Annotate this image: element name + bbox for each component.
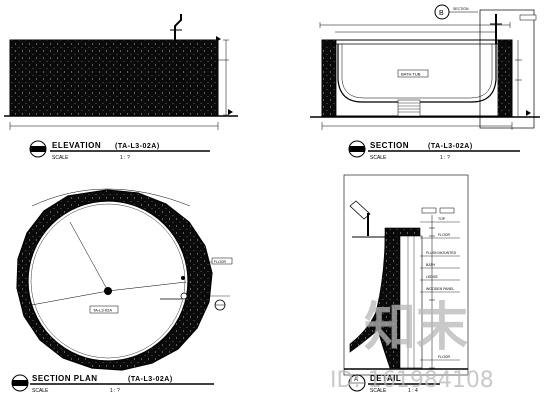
section-scale-label: SCALE <box>370 155 387 161</box>
section-title-block: SECTION (TA-L3-02A) SCALE 1 : ? <box>348 140 520 161</box>
section-scale-value: 1 : ? <box>440 155 450 161</box>
slope-line <box>107 281 187 292</box>
watermark: 知末 ID: 161984108 <box>330 298 494 393</box>
detail-scale-value: 1 : 4 <box>408 388 418 394</box>
tub-wall-right <box>497 39 513 117</box>
tub-basin-inner <box>341 44 493 99</box>
detail-title: DETAIL <box>370 374 401 383</box>
dimension-tag <box>439 207 455 214</box>
section-plan-view: TA-L3-02A FLOOR SECTION PLAN (TA-L3-02A)… <box>11 188 233 394</box>
detail-note-4: BATH <box>426 263 436 267</box>
level-marker <box>228 109 233 115</box>
tub-wall-detail <box>349 235 401 369</box>
tub-elevation-body <box>9 39 219 116</box>
detail-badge: A <box>354 377 358 383</box>
section-marker-badge: B <box>439 10 444 17</box>
faucet-plan-icon <box>180 292 188 300</box>
detail-title-block: A DETAIL SCALE 1 : 4 <box>348 374 440 394</box>
section-plan-title-block: SECTION PLAN (TA-L3-02A) SCALE 1 : ? <box>11 374 214 394</box>
section-ref: (TA-L3-02A) <box>428 143 473 150</box>
dimension-arc <box>31 188 191 207</box>
elevation-ref: (TA-L3-02A) <box>115 143 160 150</box>
section-view: B SECTION BATH TUB <box>310 4 540 161</box>
section-marker-text: SECTION <box>453 7 469 11</box>
wall-panel <box>399 235 423 369</box>
section-plan-scale-label: SCALE <box>32 388 49 394</box>
slope-line <box>69 221 109 292</box>
tub-plan-inner-basin <box>27 200 189 362</box>
plan-tag-box <box>89 305 119 314</box>
faucet-spout <box>174 14 182 41</box>
section-plan-scale-value: 1 : ? <box>110 388 120 394</box>
drawing-ref-tag <box>30 146 46 152</box>
watermark-id: ID: 161984108 <box>330 368 494 393</box>
elevation-title-block: ELEVATION (TA-L3-02A) SCALE 1 : ? <box>29 140 210 161</box>
faucet-detail <box>349 200 371 220</box>
detail-view: TOP FLOOR FLUSH MOUNTED BATH LEDGE WOODE… <box>343 174 469 394</box>
elevation-scale-value: 1 : ? <box>120 155 130 161</box>
drain-icon <box>104 287 112 295</box>
drain-box <box>397 99 421 117</box>
detail-scale-label: SCALE <box>370 388 387 394</box>
level-marker <box>526 110 531 116</box>
elevation-title: ELEVATION <box>52 141 101 150</box>
bath-label: BATH TUB <box>401 72 421 77</box>
level-tag <box>519 14 537 21</box>
detail-note-2: FLOOR <box>438 233 451 237</box>
detail-callout-box <box>479 9 535 129</box>
faucet-plan-handle <box>181 276 185 280</box>
watermark-logo: 知末 <box>364 298 468 358</box>
finish-tag <box>211 257 233 265</box>
rim-slab <box>384 227 421 237</box>
dimension-tag <box>421 207 437 214</box>
section-plan-title: SECTION PLAN <box>32 374 98 383</box>
elevation-scale-label: SCALE <box>52 155 69 161</box>
finish-label: FLOOR <box>214 260 227 264</box>
drawing-ref-tag <box>12 380 28 386</box>
slope-line <box>25 290 109 307</box>
detail-frame <box>343 174 469 376</box>
bath-tag <box>397 69 429 78</box>
detail-note-5: LEDGE <box>426 275 439 279</box>
tub-plan-inner-lip <box>30 203 186 359</box>
elevation-view: ELEVATION (TA-L3-02A) SCALE 1 : ? <box>4 14 238 161</box>
drawing-ref-tag <box>349 146 365 152</box>
detail-note-6: WOODEN PANEL <box>426 287 454 291</box>
detail-note-1: TOP <box>438 217 446 221</box>
section-title: SECTION <box>370 141 409 150</box>
level-marker <box>216 36 221 42</box>
detail-note-3: FLUSH MOUNTED <box>426 251 457 255</box>
drain-hatch <box>397 99 421 117</box>
tub-wall-left <box>321 39 337 117</box>
section-plan-ref: (TA-L3-02A) <box>128 376 173 383</box>
plan-tag: TA-L3-02A <box>93 308 112 313</box>
detail-note-7: FLOOR <box>438 355 451 359</box>
